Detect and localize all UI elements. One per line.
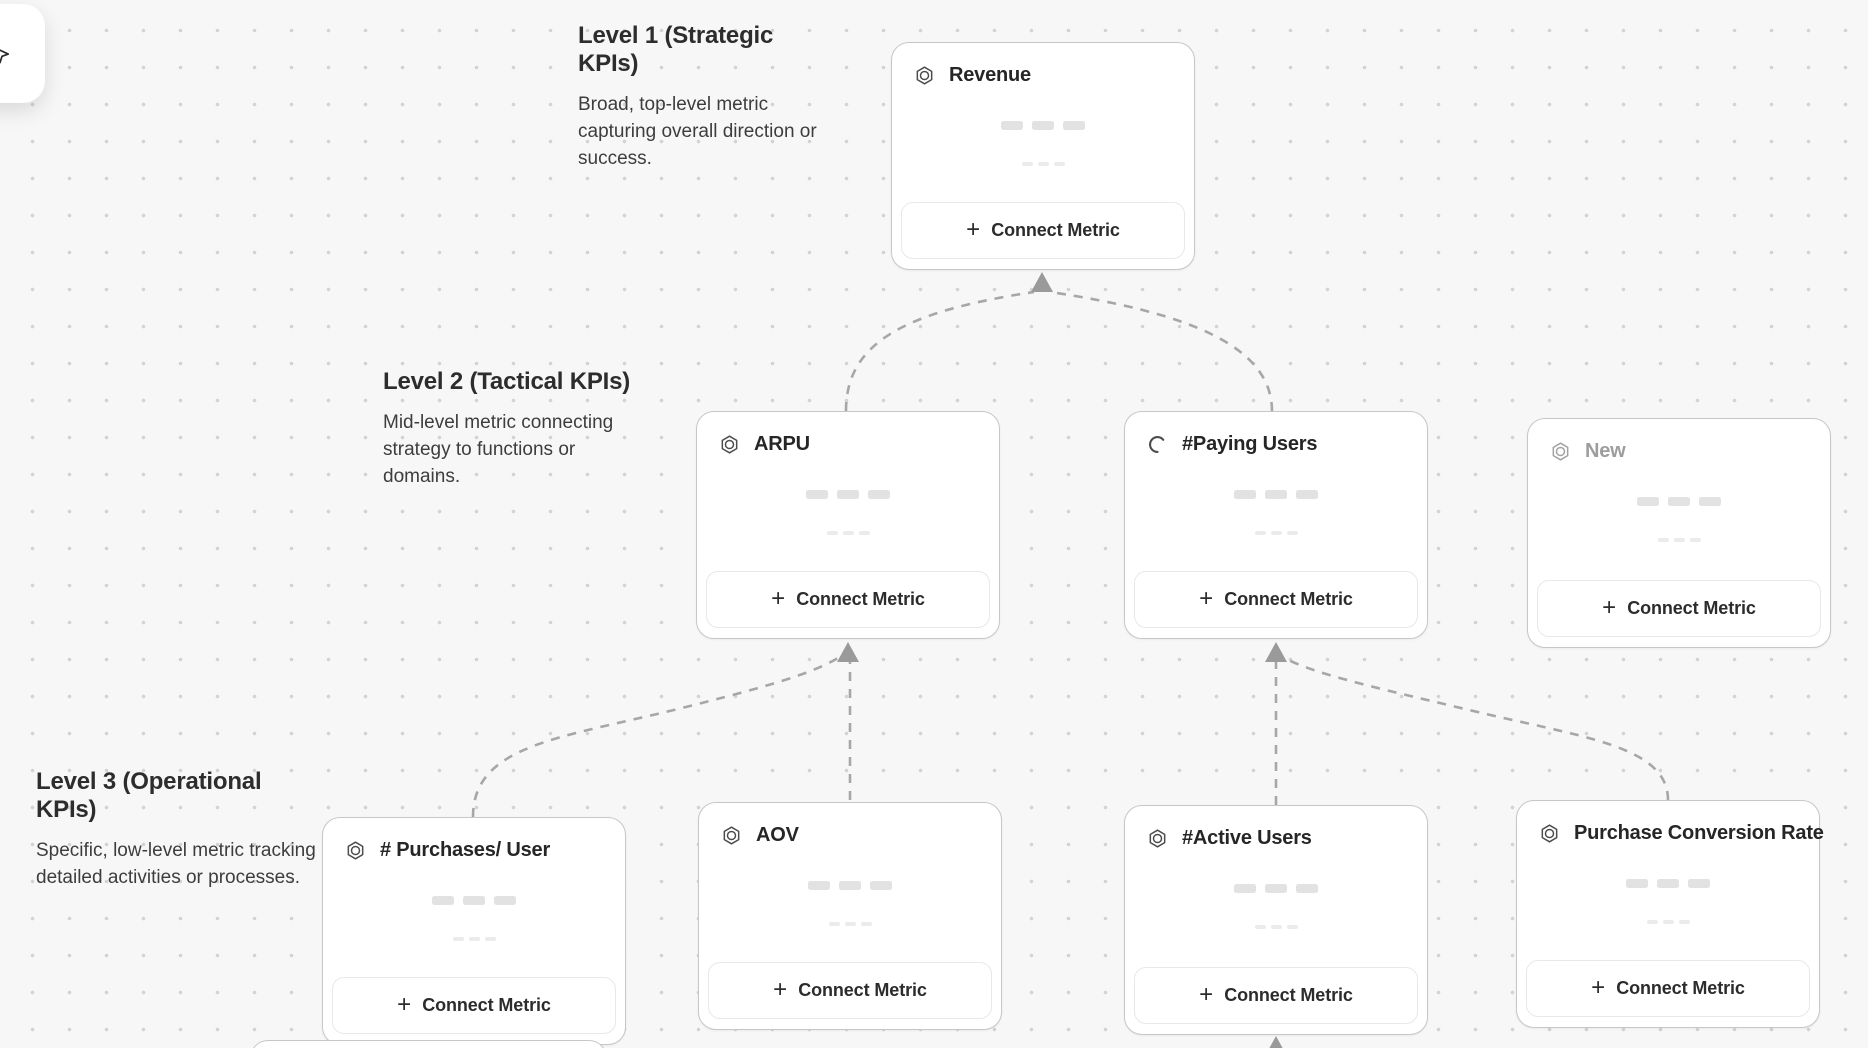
connect-metric-button[interactable]: + Connect Metric: [708, 962, 992, 1019]
connect-metric-button[interactable]: + Connect Metric: [1134, 967, 1418, 1024]
toolbar-panel[interactable]: [0, 4, 45, 103]
card-title: Purchase Conversion Rate: [1574, 822, 1824, 844]
card-title: #Paying Users: [1182, 433, 1318, 455]
arrowhead-activeusers: [1269, 1036, 1283, 1048]
level-3-title: Level 3 (Operational KPIs): [36, 768, 262, 823]
level-3-description: Specific, low-level metric tracking deta…: [36, 840, 316, 888]
card-revenue[interactable]: Revenue + Connect Metric: [891, 42, 1195, 270]
metric-hexagon-icon: [719, 434, 740, 455]
connect-metric-label: Connect Metric: [1627, 598, 1756, 618]
edge-purchases-to-arpu: [471, 653, 844, 818]
skeleton-placeholder: [1125, 490, 1427, 499]
card-title: ARPU: [754, 433, 810, 455]
skeleton-placeholder: [323, 896, 625, 905]
card-active-users[interactable]: #Active Users + Connect Metric: [1124, 805, 1428, 1035]
connect-metric-button[interactable]: + Connect Metric: [706, 571, 990, 628]
metric-hexagon-icon: [345, 840, 366, 861]
connect-metric-button[interactable]: + Connect Metric: [901, 202, 1185, 259]
arrowhead-payingusers: [1265, 642, 1287, 662]
plus-icon: +: [1199, 980, 1214, 1008]
skeleton-placeholder: [1517, 920, 1819, 924]
plus-icon: +: [1591, 973, 1606, 1001]
card-title: New: [1585, 440, 1626, 462]
card-title: # Purchases/ User: [380, 839, 551, 861]
skeleton-placeholder: [699, 922, 1001, 926]
card-partial-offscreen[interactable]: [250, 1040, 607, 1048]
level-2-label: Level 2 (Tactical KPIs) Mid-level metric…: [383, 368, 633, 491]
connect-metric-button[interactable]: + Connect Metric: [1537, 580, 1821, 637]
skeleton-placeholder: [697, 490, 999, 499]
plus-icon: +: [1602, 593, 1617, 621]
skeleton-placeholder: [699, 881, 1001, 890]
arrowhead-revenue: [1031, 272, 1053, 292]
arrowhead-arpu: [837, 642, 859, 662]
edge-payingusers-to-revenue: [1049, 290, 1274, 412]
connect-metric-label: Connect Metric: [422, 995, 551, 1015]
metric-hexagon-icon: [1550, 441, 1571, 462]
plus-icon: +: [397, 990, 412, 1018]
card-aov[interactable]: AOV + Connect Metric: [698, 802, 1002, 1030]
card-new[interactable]: New + Connect Metric: [1527, 418, 1831, 648]
connect-metric-label: Connect Metric: [798, 980, 927, 1000]
connect-metric-label: Connect Metric: [1224, 985, 1353, 1005]
level-3-label: Level 3 (Operational KPIs) Specific, low…: [36, 768, 321, 892]
card-title: Revenue: [949, 64, 1031, 86]
card-title: AOV: [756, 824, 799, 846]
level-2-title: Level 2 (Tactical KPIs): [383, 368, 631, 395]
connect-metric-button[interactable]: + Connect Metric: [1526, 960, 1810, 1017]
metric-hexagon-icon: [1147, 828, 1168, 849]
skeleton-placeholder: [697, 531, 999, 535]
skeleton-placeholder: [323, 937, 625, 941]
metric-hexagon-icon: [1539, 823, 1560, 844]
level-1-label: Level 1 (Strategic KPIs) Broad, top-leve…: [578, 22, 838, 173]
card-paying-users[interactable]: #Paying Users + Connect Metric: [1124, 411, 1428, 639]
connect-metric-label: Connect Metric: [796, 589, 925, 609]
skeleton-placeholder: [1125, 884, 1427, 893]
skeleton-placeholder: [892, 162, 1194, 166]
connect-metric-label: Connect Metric: [991, 220, 1120, 240]
edge-pcr-to-payingusers: [1279, 653, 1670, 801]
connect-metric-label: Connect Metric: [1616, 978, 1745, 998]
edge-arpu-to-revenue: [844, 290, 1035, 412]
cursor-tool-icon[interactable]: [0, 44, 11, 66]
skeleton-placeholder: [892, 121, 1194, 130]
plus-icon: +: [966, 215, 981, 243]
plus-icon: +: [771, 584, 786, 612]
level-1-description: Broad, top-level metric capturing overal…: [578, 94, 817, 169]
skeleton-placeholder: [1517, 879, 1819, 888]
plus-icon: +: [1199, 584, 1214, 612]
skeleton-placeholder: [1528, 497, 1830, 506]
card-purchase-conversion-rate[interactable]: Purchase Conversion Rate + Connect Metri…: [1516, 800, 1824, 1028]
level-2-description: Mid-level metric connecting strategy to …: [383, 412, 614, 487]
card-title: #Active Users: [1182, 827, 1312, 849]
plus-icon: +: [773, 975, 788, 1003]
connect-metric-button[interactable]: + Connect Metric: [332, 977, 616, 1034]
connect-metric-label: Connect Metric: [1224, 589, 1353, 609]
card-purchases-per-user[interactable]: # Purchases/ User + Connect Metric: [322, 817, 626, 1045]
level-1-title: Level 1 (Strategic KPIs): [578, 22, 774, 77]
metric-hexagon-icon: [721, 825, 742, 846]
skeleton-placeholder: [1125, 925, 1427, 929]
spinner-icon: [1147, 434, 1168, 455]
card-arpu[interactable]: ARPU + Connect Metric: [696, 411, 1000, 639]
skeleton-placeholder: [1528, 538, 1830, 542]
metric-hexagon-icon: [914, 65, 935, 86]
connect-metric-button[interactable]: + Connect Metric: [1134, 571, 1418, 628]
skeleton-placeholder: [1125, 531, 1427, 535]
